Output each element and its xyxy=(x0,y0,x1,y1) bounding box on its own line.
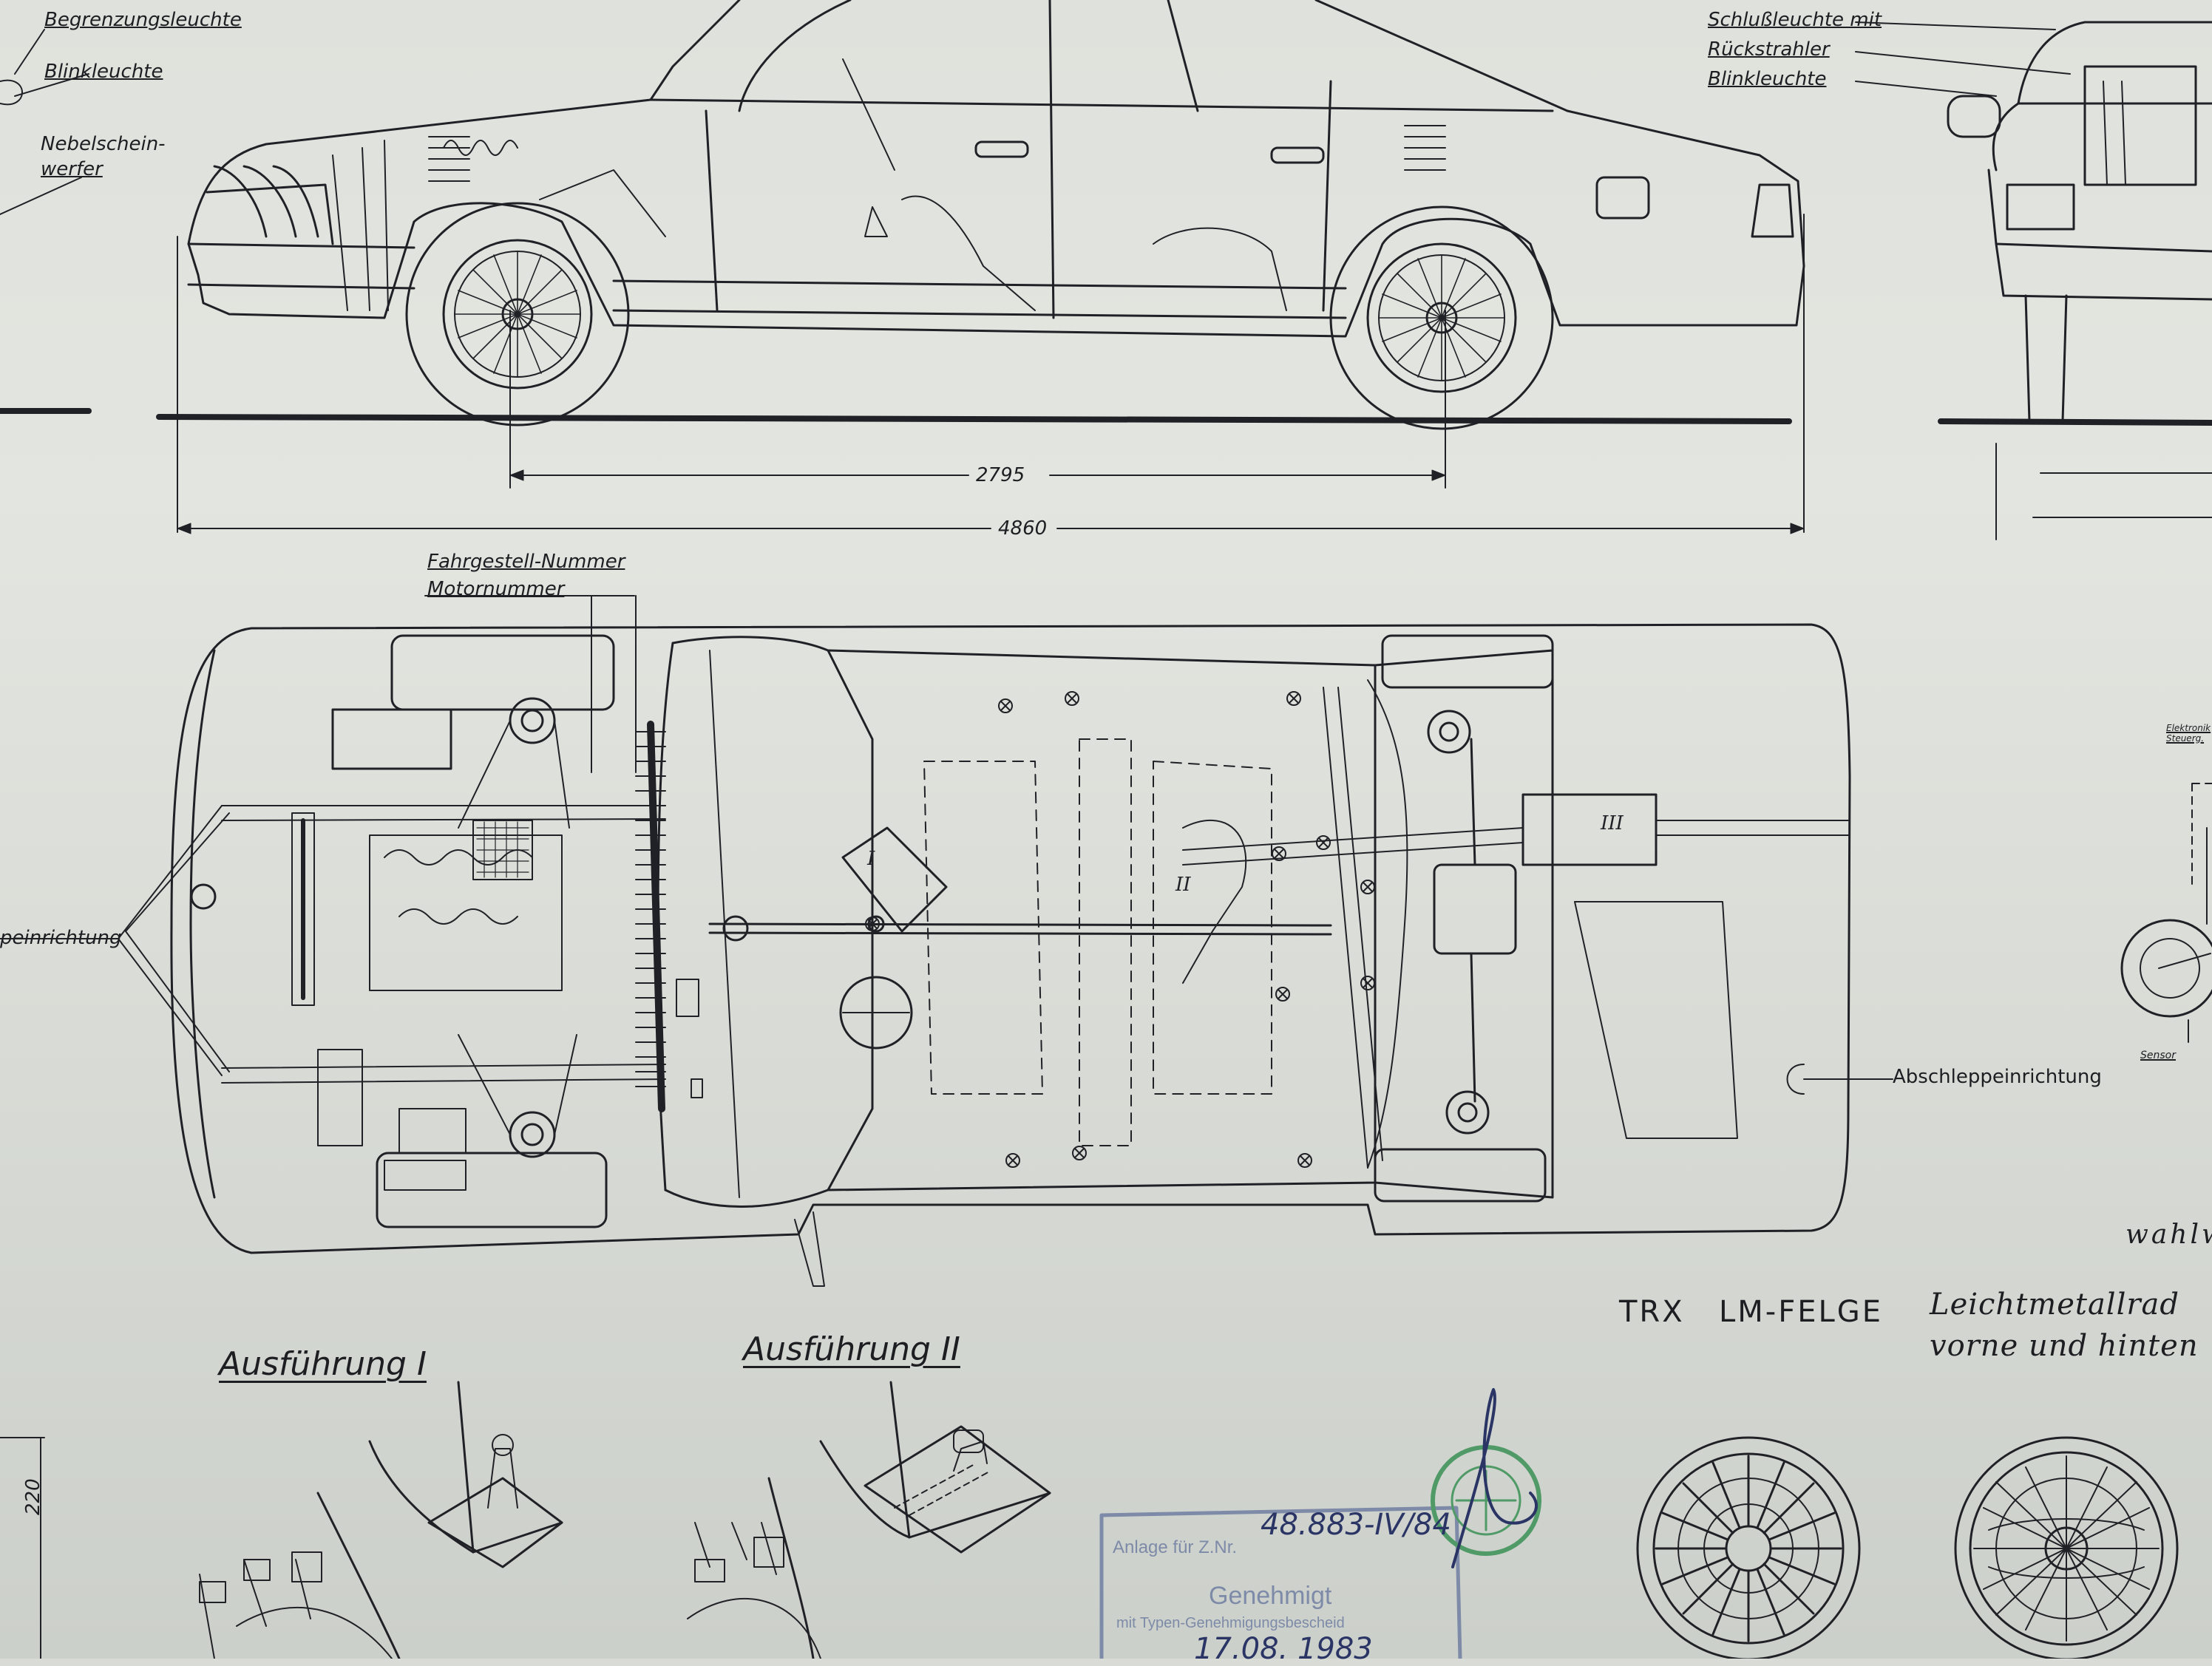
zone-mark-1: I xyxy=(866,848,875,870)
ausfuehrung-2-title: Ausführung II xyxy=(743,1330,960,1368)
blinkleuchte-rear-label: Blinkleuchte xyxy=(1708,68,1827,90)
wheelbase-dimension: 2795 xyxy=(976,464,1025,486)
pedal-height-dimension: 220 xyxy=(22,1478,44,1515)
begrenzungsleuchte-label: Begrenzungsleuchte xyxy=(44,9,242,31)
zone-mark-3: III xyxy=(1600,812,1624,834)
motornummer-label: Motornummer xyxy=(427,578,565,600)
lm-felge-label: LM-FELGE xyxy=(1719,1295,1884,1329)
elektronik-label: Elektronik xyxy=(2166,723,2211,733)
leichtmetallrad-wheel xyxy=(1954,1436,2179,1659)
abschleppeinrichtung-label: Abschleppeinrichtung xyxy=(1893,1066,2102,1088)
blinkleuchte-front-label: Blinkleuchte xyxy=(44,61,163,83)
ausfuehrung-1-title: Ausführung I xyxy=(219,1345,427,1383)
einrichtung-left-label: peinrichtung xyxy=(0,927,122,949)
top-view-car xyxy=(0,595,1893,1287)
stamp-genehmigt: Genehmigt xyxy=(1209,1582,1332,1610)
sensor-label: Sensor xyxy=(2140,1050,2176,1061)
trx-lm-wheel xyxy=(1636,1436,1861,1659)
side-view-car xyxy=(0,0,2212,534)
length-dimension: 4860 xyxy=(998,517,1048,540)
ausfuehrung-1-detail xyxy=(0,1381,563,1659)
stamp-bescheid: mit Typen-Genehmigungsbescheid xyxy=(1116,1615,1345,1631)
rear-wheel-side xyxy=(1329,205,1554,430)
schlussleuchte-label: Schlußleuchte mit xyxy=(1708,9,1882,31)
stamp-date: 17.08. 1983 xyxy=(1194,1632,1373,1666)
steuergeraet-label: Steuerg. xyxy=(2166,733,2205,744)
trx-label: TRX xyxy=(1619,1295,1685,1329)
fahrgestell-label: Fahrgestell-Nummer xyxy=(427,551,625,573)
nebelscheinwerfer-label-1: Nebelschein- xyxy=(41,133,166,155)
stamp-anlage-text: Anlage für Z.Nr. xyxy=(1113,1537,1238,1557)
stamp-number: 48.883-IV/84 xyxy=(1261,1508,1451,1542)
wahlw-label: wahlw xyxy=(2126,1220,2212,1250)
front-wheel-side xyxy=(405,202,630,426)
vorne-hinten-label: vorne und hinten xyxy=(1930,1329,2199,1363)
nebelscheinwerfer-label-2: werfer xyxy=(41,158,103,180)
right-edge-detail xyxy=(2120,783,2212,1043)
signature xyxy=(1451,1388,1538,1568)
rear-view-car xyxy=(1947,21,2212,540)
approval-stamp xyxy=(1099,1506,1462,1659)
zone-mark-2: II xyxy=(1175,874,1191,896)
leichtmetallrad-label: Leichtmetallrad xyxy=(1930,1288,2179,1322)
ausfuehrung-2-detail xyxy=(687,1381,1051,1659)
rueckstrahler-label: Rückstrahler xyxy=(1708,38,1830,61)
